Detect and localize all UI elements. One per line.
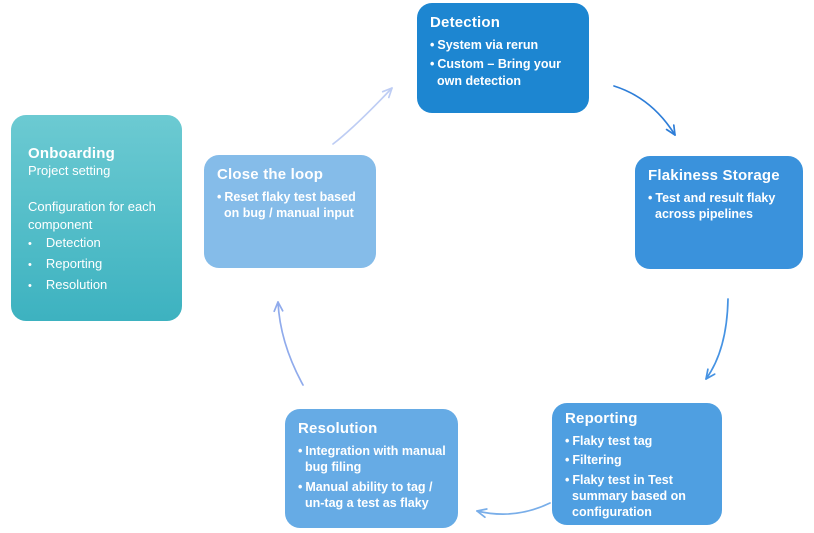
list-item: Test and result flaky across pipelines	[648, 190, 793, 223]
list-item: Resolution	[28, 277, 170, 294]
onboarding-title: Onboarding	[28, 145, 115, 162]
close-the-loop-box: Close the loop Reset flaky test based on…	[204, 155, 376, 268]
list-item: Integration with manual bug filing	[298, 443, 448, 476]
flakiness-storage-list: Test and result flaky across pipelines	[648, 190, 793, 223]
reporting-title: Reporting	[565, 410, 638, 427]
list-item: Reset flaky test based on bug / manual i…	[217, 189, 366, 222]
list-item: Flaky test in Test summary based on conf…	[565, 472, 712, 521]
list-item: Custom – Bring your own detection	[430, 56, 579, 89]
onboarding-subtitle: Project setting	[28, 163, 111, 178]
resolution-to-closeloop-arrow	[273, 301, 304, 386]
detection-list: System via rerun Custom – Bring your own…	[430, 37, 579, 89]
list-item: Filtering	[565, 452, 712, 468]
flakiness-storage-title: Flakiness Storage	[648, 167, 780, 184]
detection-to-storage-arrow	[613, 85, 676, 136]
closeloop-to-detection-arrow	[332, 87, 393, 145]
reporting-list: Flaky test tag Filtering Flaky test in T…	[565, 433, 712, 520]
flakiness-storage-box: Flakiness Storage Test and result flaky …	[635, 156, 803, 269]
close-the-loop-title: Close the loop	[217, 166, 324, 183]
resolution-box: Resolution Integration with manual bug f…	[285, 409, 458, 528]
list-item: System via rerun	[430, 37, 579, 53]
list-item: Manual ability to tag / un-tag a test as…	[298, 479, 448, 512]
onboarding-list: Detection Reporting Resolution	[28, 235, 170, 294]
reporting-box: Reporting Flaky test tag Filtering Flaky…	[552, 403, 722, 525]
onboarding-box: Onboarding Project setting Configuration…	[11, 115, 182, 321]
reporting-to-resolution-arrow	[476, 502, 551, 519]
storage-to-reporting-arrow	[705, 298, 729, 380]
close-the-loop-list: Reset flaky test based on bug / manual i…	[217, 189, 366, 222]
detection-title: Detection	[430, 14, 501, 31]
list-item: Reporting	[28, 256, 170, 273]
list-item: Flaky test tag	[565, 433, 712, 449]
onboarding-description: Configuration for each component	[28, 199, 156, 232]
list-item: Detection	[28, 235, 170, 252]
detection-box: Detection System via rerun Custom – Brin…	[417, 3, 589, 113]
resolution-list: Integration with manual bug filing Manua…	[298, 443, 448, 511]
resolution-title: Resolution	[298, 420, 378, 437]
